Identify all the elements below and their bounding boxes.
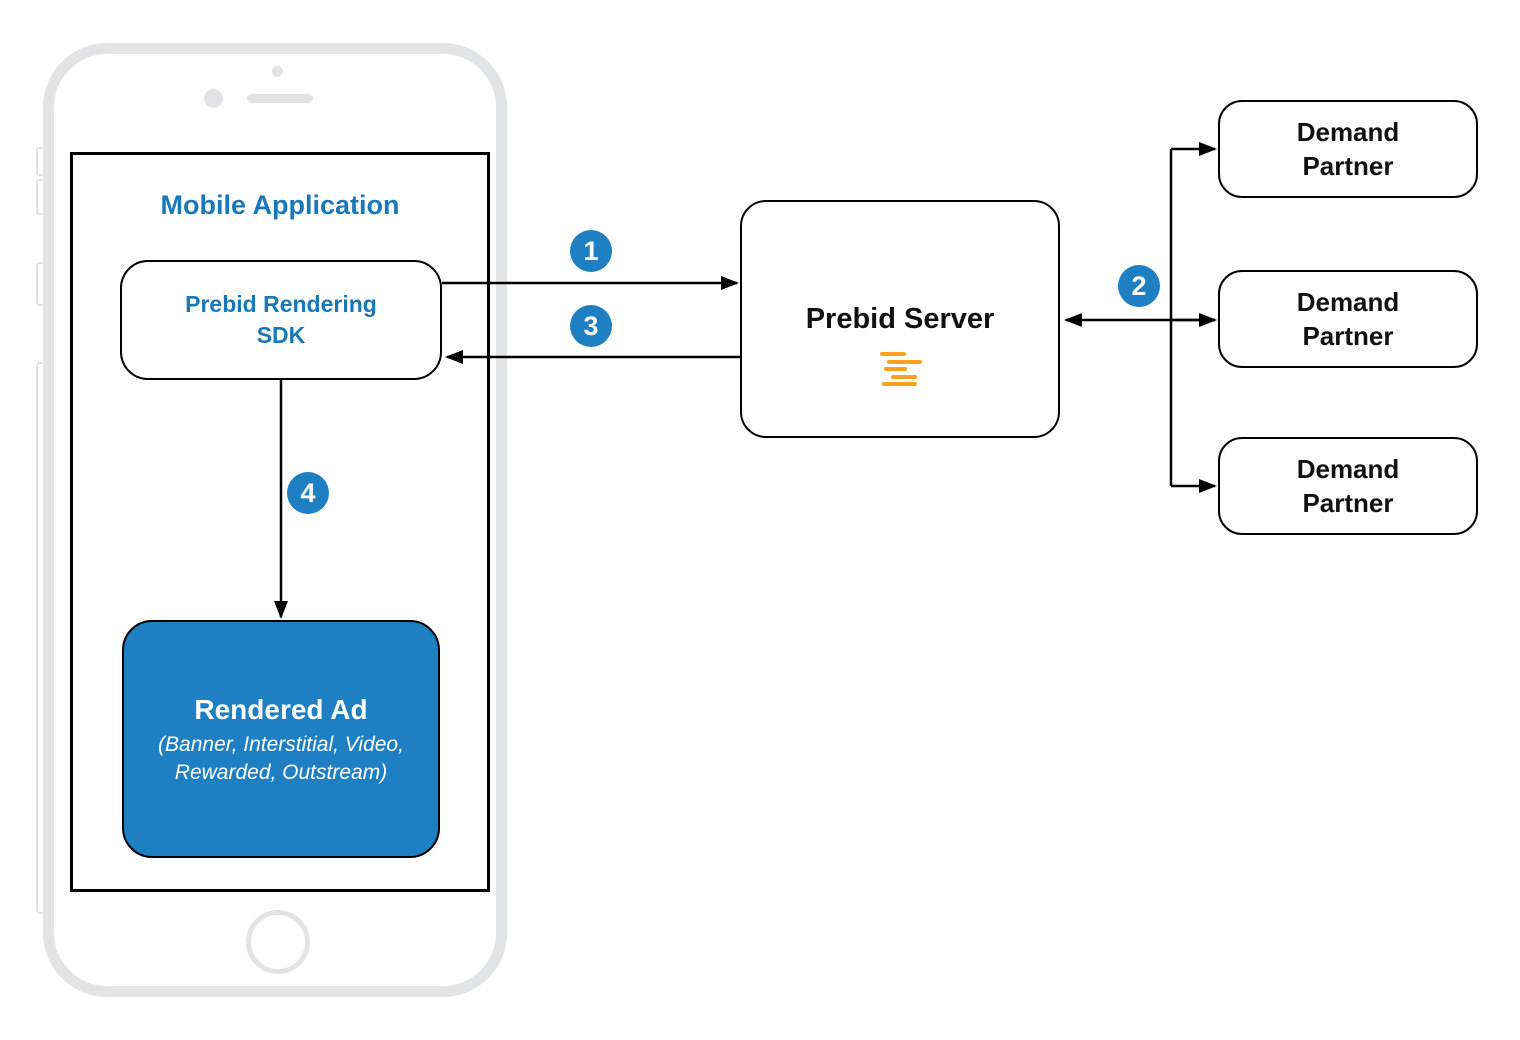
mobile-application-title: Mobile Application xyxy=(160,190,400,220)
prebid-logo-bar xyxy=(887,359,922,364)
demand-partner-label-line1: Demand xyxy=(1296,454,1400,484)
sdk-label-line1: Prebid Rendering xyxy=(185,291,377,317)
demand-partner-box-3: Demand Partner xyxy=(1218,437,1478,535)
rendered-ad-title: Rendered Ad xyxy=(194,693,368,725)
step-badge-2: 2 xyxy=(1118,265,1160,307)
prebid-rendering-sdk-box: Prebid Rendering SDK xyxy=(120,260,442,380)
phone-speaker-icon xyxy=(247,94,313,103)
phone-home-button-icon xyxy=(246,910,310,974)
prebid-logo-icon xyxy=(878,351,922,387)
rendered-ad-box: Rendered Ad (Banner, Interstitial, Video… xyxy=(122,620,440,858)
demand-partner-label-line2: Partner xyxy=(1302,321,1394,351)
demand-partner-label-line2: Partner xyxy=(1302,488,1394,518)
prebid-logo-bar xyxy=(880,352,906,356)
step-badge-3: 3 xyxy=(570,305,612,347)
prebid-logo-bar xyxy=(884,367,907,371)
sdk-label-line2: SDK xyxy=(256,322,306,348)
prebid-server-label: Prebid Server xyxy=(805,303,995,335)
prebid-server-box: Prebid Server xyxy=(740,200,1060,438)
demand-partner-label-line1: Demand xyxy=(1296,287,1400,317)
demand-partner-label-line2: Partner xyxy=(1302,151,1394,181)
step-badge-1: 1 xyxy=(570,230,612,272)
demand-partner-box-1: Demand Partner xyxy=(1218,100,1478,198)
demand-partner-label-line1: Demand xyxy=(1296,117,1400,147)
phone-proximity-sensor-icon xyxy=(272,66,283,77)
demand-partner-box-2: Demand Partner xyxy=(1218,270,1478,368)
prebid-logo-bar xyxy=(882,382,917,386)
rendered-ad-subtitle-line1: (Banner, Interstitial, Video, xyxy=(158,732,404,756)
prebid-logo-bar xyxy=(891,374,917,379)
rendered-ad-subtitle-line2: Rewarded, Outstream) xyxy=(174,760,388,784)
phone-front-camera-icon xyxy=(204,89,223,108)
step-badge-4: 4 xyxy=(287,472,329,514)
